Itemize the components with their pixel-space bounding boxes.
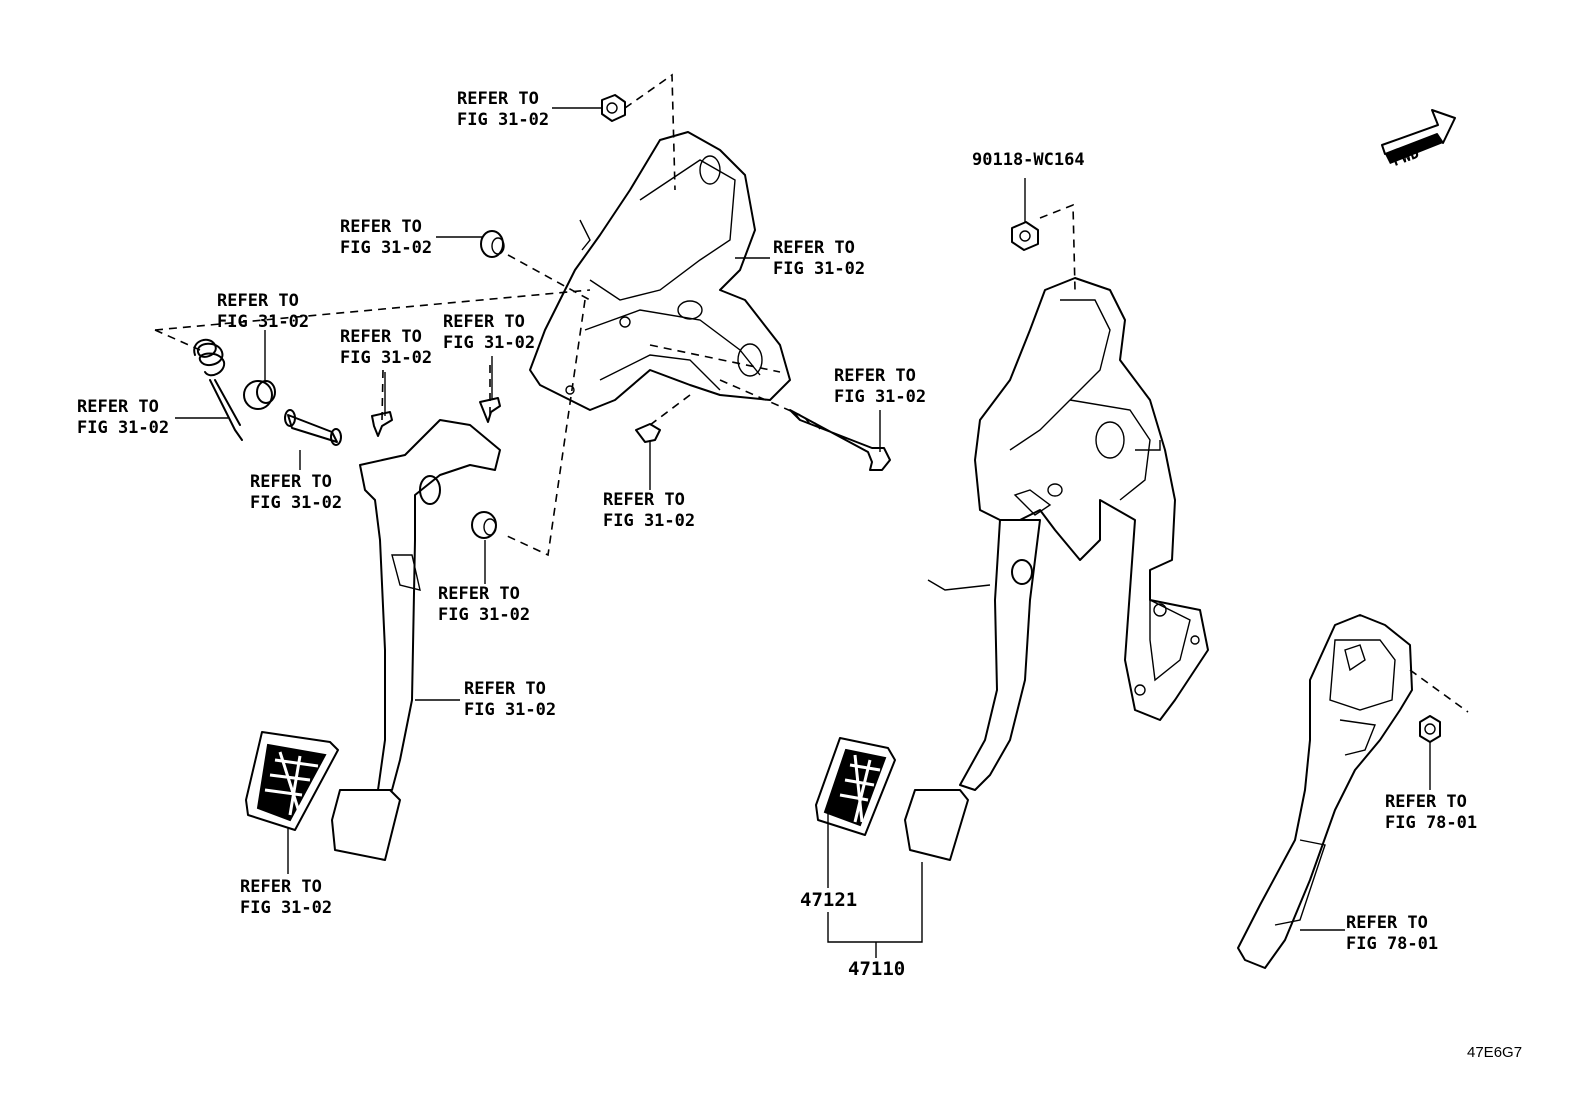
svg-text:FIG 31-02: FIG 31-02 xyxy=(240,898,332,918)
callout-accel-pedal: REFER TO FIG 78-01 xyxy=(1346,913,1438,954)
svg-text:REFER TO: REFER TO xyxy=(340,217,422,237)
cushion xyxy=(635,423,661,443)
svg-text:REFER TO: REFER TO xyxy=(77,397,159,417)
brake-pedal-assembly xyxy=(904,277,1209,861)
svg-text:REFER TO: REFER TO xyxy=(340,327,422,347)
brake-pad xyxy=(815,737,896,836)
svg-text:FIG 31-02: FIG 31-02 xyxy=(773,259,865,279)
svg-text:REFER TO: REFER TO xyxy=(240,877,322,897)
svg-text:FIG 31-02: FIG 31-02 xyxy=(340,348,432,368)
svg-text:REFER TO: REFER TO xyxy=(603,490,685,510)
svg-text:REFER TO: REFER TO xyxy=(438,584,520,604)
fwd-label: FWD xyxy=(1390,144,1422,170)
part-number-nut[interactable]: 90118-WC164 xyxy=(972,150,1085,170)
part-number-brake-pedal[interactable]: 47110 xyxy=(848,958,905,980)
callout-pipe: REFER TO FIG 31-02 xyxy=(250,472,342,513)
svg-text:FIG 31-02: FIG 31-02 xyxy=(457,110,549,130)
svg-text:REFER TO: REFER TO xyxy=(773,238,855,258)
callout-nut-top: REFER TO FIG 31-02 xyxy=(457,89,549,130)
collar-left xyxy=(243,380,276,410)
part-number-brake-pad[interactable]: 47121 xyxy=(800,889,857,911)
leader-lines xyxy=(175,107,1431,958)
callout-clip-right: REFER TO FIG 31-02 xyxy=(443,312,535,353)
svg-text:FIG 31-02: FIG 31-02 xyxy=(603,511,695,531)
nut-top xyxy=(601,94,626,122)
clutch-pedal-arm xyxy=(331,419,501,861)
svg-text:REFER TO: REFER TO xyxy=(1385,792,1467,812)
clip-left xyxy=(371,411,393,437)
svg-text:FIG 31-02: FIG 31-02 xyxy=(340,238,432,258)
pipe xyxy=(284,409,342,446)
svg-text:FIG 31-02: FIG 31-02 xyxy=(217,312,309,332)
clutch-pad xyxy=(245,731,339,831)
nut-90118 xyxy=(1011,203,1076,291)
return-spring xyxy=(193,338,243,441)
callout-clutch-pedal: REFER TO FIG 31-02 xyxy=(464,679,556,720)
pedal-bracket xyxy=(529,131,791,411)
forward-arrow-icon: FWD xyxy=(1381,109,1456,170)
svg-text:FIG 78-01: FIG 78-01 xyxy=(1385,813,1477,833)
assembly-lines-left xyxy=(154,73,801,557)
svg-text:REFER TO: REFER TO xyxy=(834,366,916,386)
svg-text:REFER TO: REFER TO xyxy=(443,312,525,332)
svg-text:REFER TO: REFER TO xyxy=(457,89,539,109)
callout-accel-nut: REFER TO FIG 78-01 xyxy=(1385,792,1477,833)
svg-text:FIG 31-02: FIG 31-02 xyxy=(443,333,535,353)
svg-text:FIG 31-02: FIG 31-02 xyxy=(464,700,556,720)
svg-text:FIG 31-02: FIG 31-02 xyxy=(438,605,530,625)
callout-bracket: REFER TO FIG 31-02 xyxy=(773,238,865,279)
callout-cushion: REFER TO FIG 31-02 xyxy=(603,490,695,531)
svg-text:FIG 31-02: FIG 31-02 xyxy=(77,418,169,438)
callout-bushing-mid: REFER TO FIG 31-02 xyxy=(438,584,530,625)
accelerator-pedal xyxy=(1237,614,1469,969)
svg-text:FIG 78-01: FIG 78-01 xyxy=(1346,934,1438,954)
svg-text:REFER TO: REFER TO xyxy=(250,472,332,492)
bolt xyxy=(789,409,891,471)
svg-text:FIG 31-02: FIG 31-02 xyxy=(250,493,342,513)
clip-right xyxy=(479,397,501,423)
svg-text:REFER TO: REFER TO xyxy=(1346,913,1428,933)
callout-bolt: REFER TO FIG 31-02 xyxy=(834,366,926,407)
callout-bushing-top: REFER TO FIG 31-02 xyxy=(340,217,432,258)
figure-code: 47E6G7 xyxy=(1467,1044,1522,1061)
svg-text:FIG 31-02: FIG 31-02 xyxy=(834,387,926,407)
callout-spring: REFER TO FIG 31-02 xyxy=(77,397,169,438)
bushing-top xyxy=(480,230,505,258)
callout-collar: REFER TO FIG 31-02 xyxy=(217,291,309,332)
callout-clutch-pad: REFER TO FIG 31-02 xyxy=(240,877,332,918)
bushing-mid xyxy=(471,511,497,539)
svg-text:REFER TO: REFER TO xyxy=(217,291,299,311)
svg-text:REFER TO: REFER TO xyxy=(464,679,546,699)
callout-clip-left: REFER TO FIG 31-02 xyxy=(340,327,432,368)
